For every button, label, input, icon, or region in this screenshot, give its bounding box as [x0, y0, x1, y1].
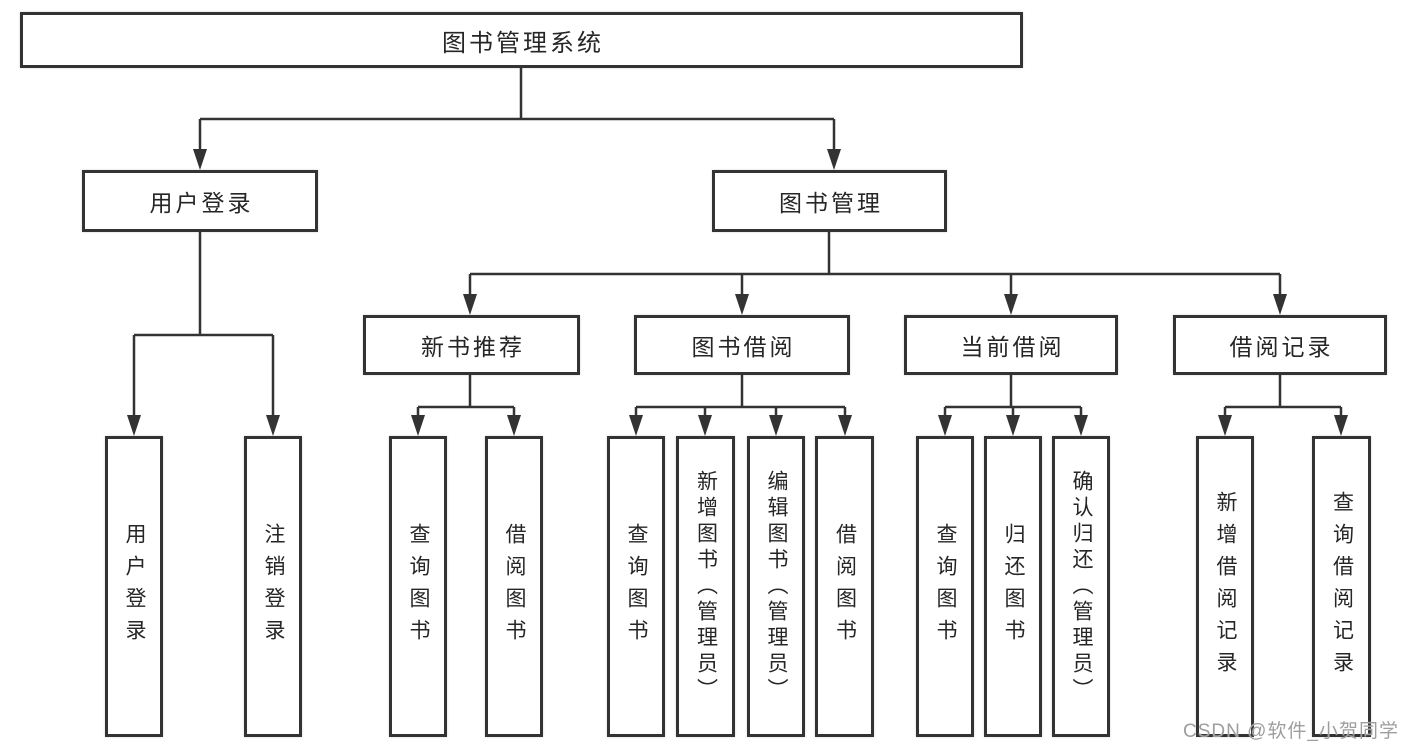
arrowhead: [1273, 294, 1287, 315]
arrowhead: [463, 294, 477, 315]
leaf-add-books-admin: 新增图书（管理员）: [676, 436, 735, 737]
node-new-book-recommend: 新书推荐: [363, 315, 580, 375]
node-current-borrowing: 当前借阅: [904, 315, 1118, 375]
leaf-return-books: 归还图书: [984, 436, 1042, 737]
arrowhead: [938, 415, 952, 436]
leaf-query-books-recommend: 查询图书: [389, 436, 447, 737]
leaf-edit-books-admin: 编辑图书（管理员）: [747, 436, 805, 737]
arrowhead: [193, 149, 207, 170]
leaf-add-borrow-record: 新增借阅记录: [1196, 436, 1254, 737]
arrowhead: [1004, 294, 1018, 315]
arrowhead: [1334, 415, 1348, 436]
arrowhead: [838, 415, 852, 436]
arrowhead: [411, 415, 425, 436]
arrowhead: [127, 415, 141, 436]
arrowhead: [1074, 415, 1088, 436]
arrowhead: [266, 415, 280, 436]
node-borrow-records: 借阅记录: [1173, 315, 1387, 375]
arrowhead: [507, 415, 521, 436]
csdn-watermark: CSDN @软件_小贺同学: [1183, 721, 1399, 742]
arrowhead: [769, 415, 783, 436]
leaf-query-books-borrow: 查询图书: [607, 436, 665, 737]
arrowhead: [1218, 415, 1232, 436]
leaf-logout: 注销登录: [244, 436, 302, 737]
arrowhead: [629, 415, 643, 436]
leaf-query-books-current: 查询图书: [916, 436, 974, 737]
leaf-borrow-books-recommend: 借阅图书: [485, 436, 543, 737]
leaf-user-login: 用户登录: [105, 436, 163, 737]
leaf-borrow-books: 借阅图书: [815, 436, 874, 737]
node-book-borrowing: 图书借阅: [634, 315, 850, 375]
node-library-system: 图书管理系统: [20, 12, 1023, 68]
arrowhead: [698, 415, 712, 436]
leaf-confirm-return-admin: 确认归还（管理员）: [1052, 436, 1110, 737]
arrowhead: [1006, 415, 1020, 436]
leaf-query-borrow-record: 查询借阅记录: [1312, 436, 1371, 737]
node-book-management: 图书管理: [712, 170, 947, 232]
node-user-login: 用户登录: [82, 170, 318, 232]
arrowhead: [827, 149, 841, 170]
arrowhead: [735, 294, 749, 315]
